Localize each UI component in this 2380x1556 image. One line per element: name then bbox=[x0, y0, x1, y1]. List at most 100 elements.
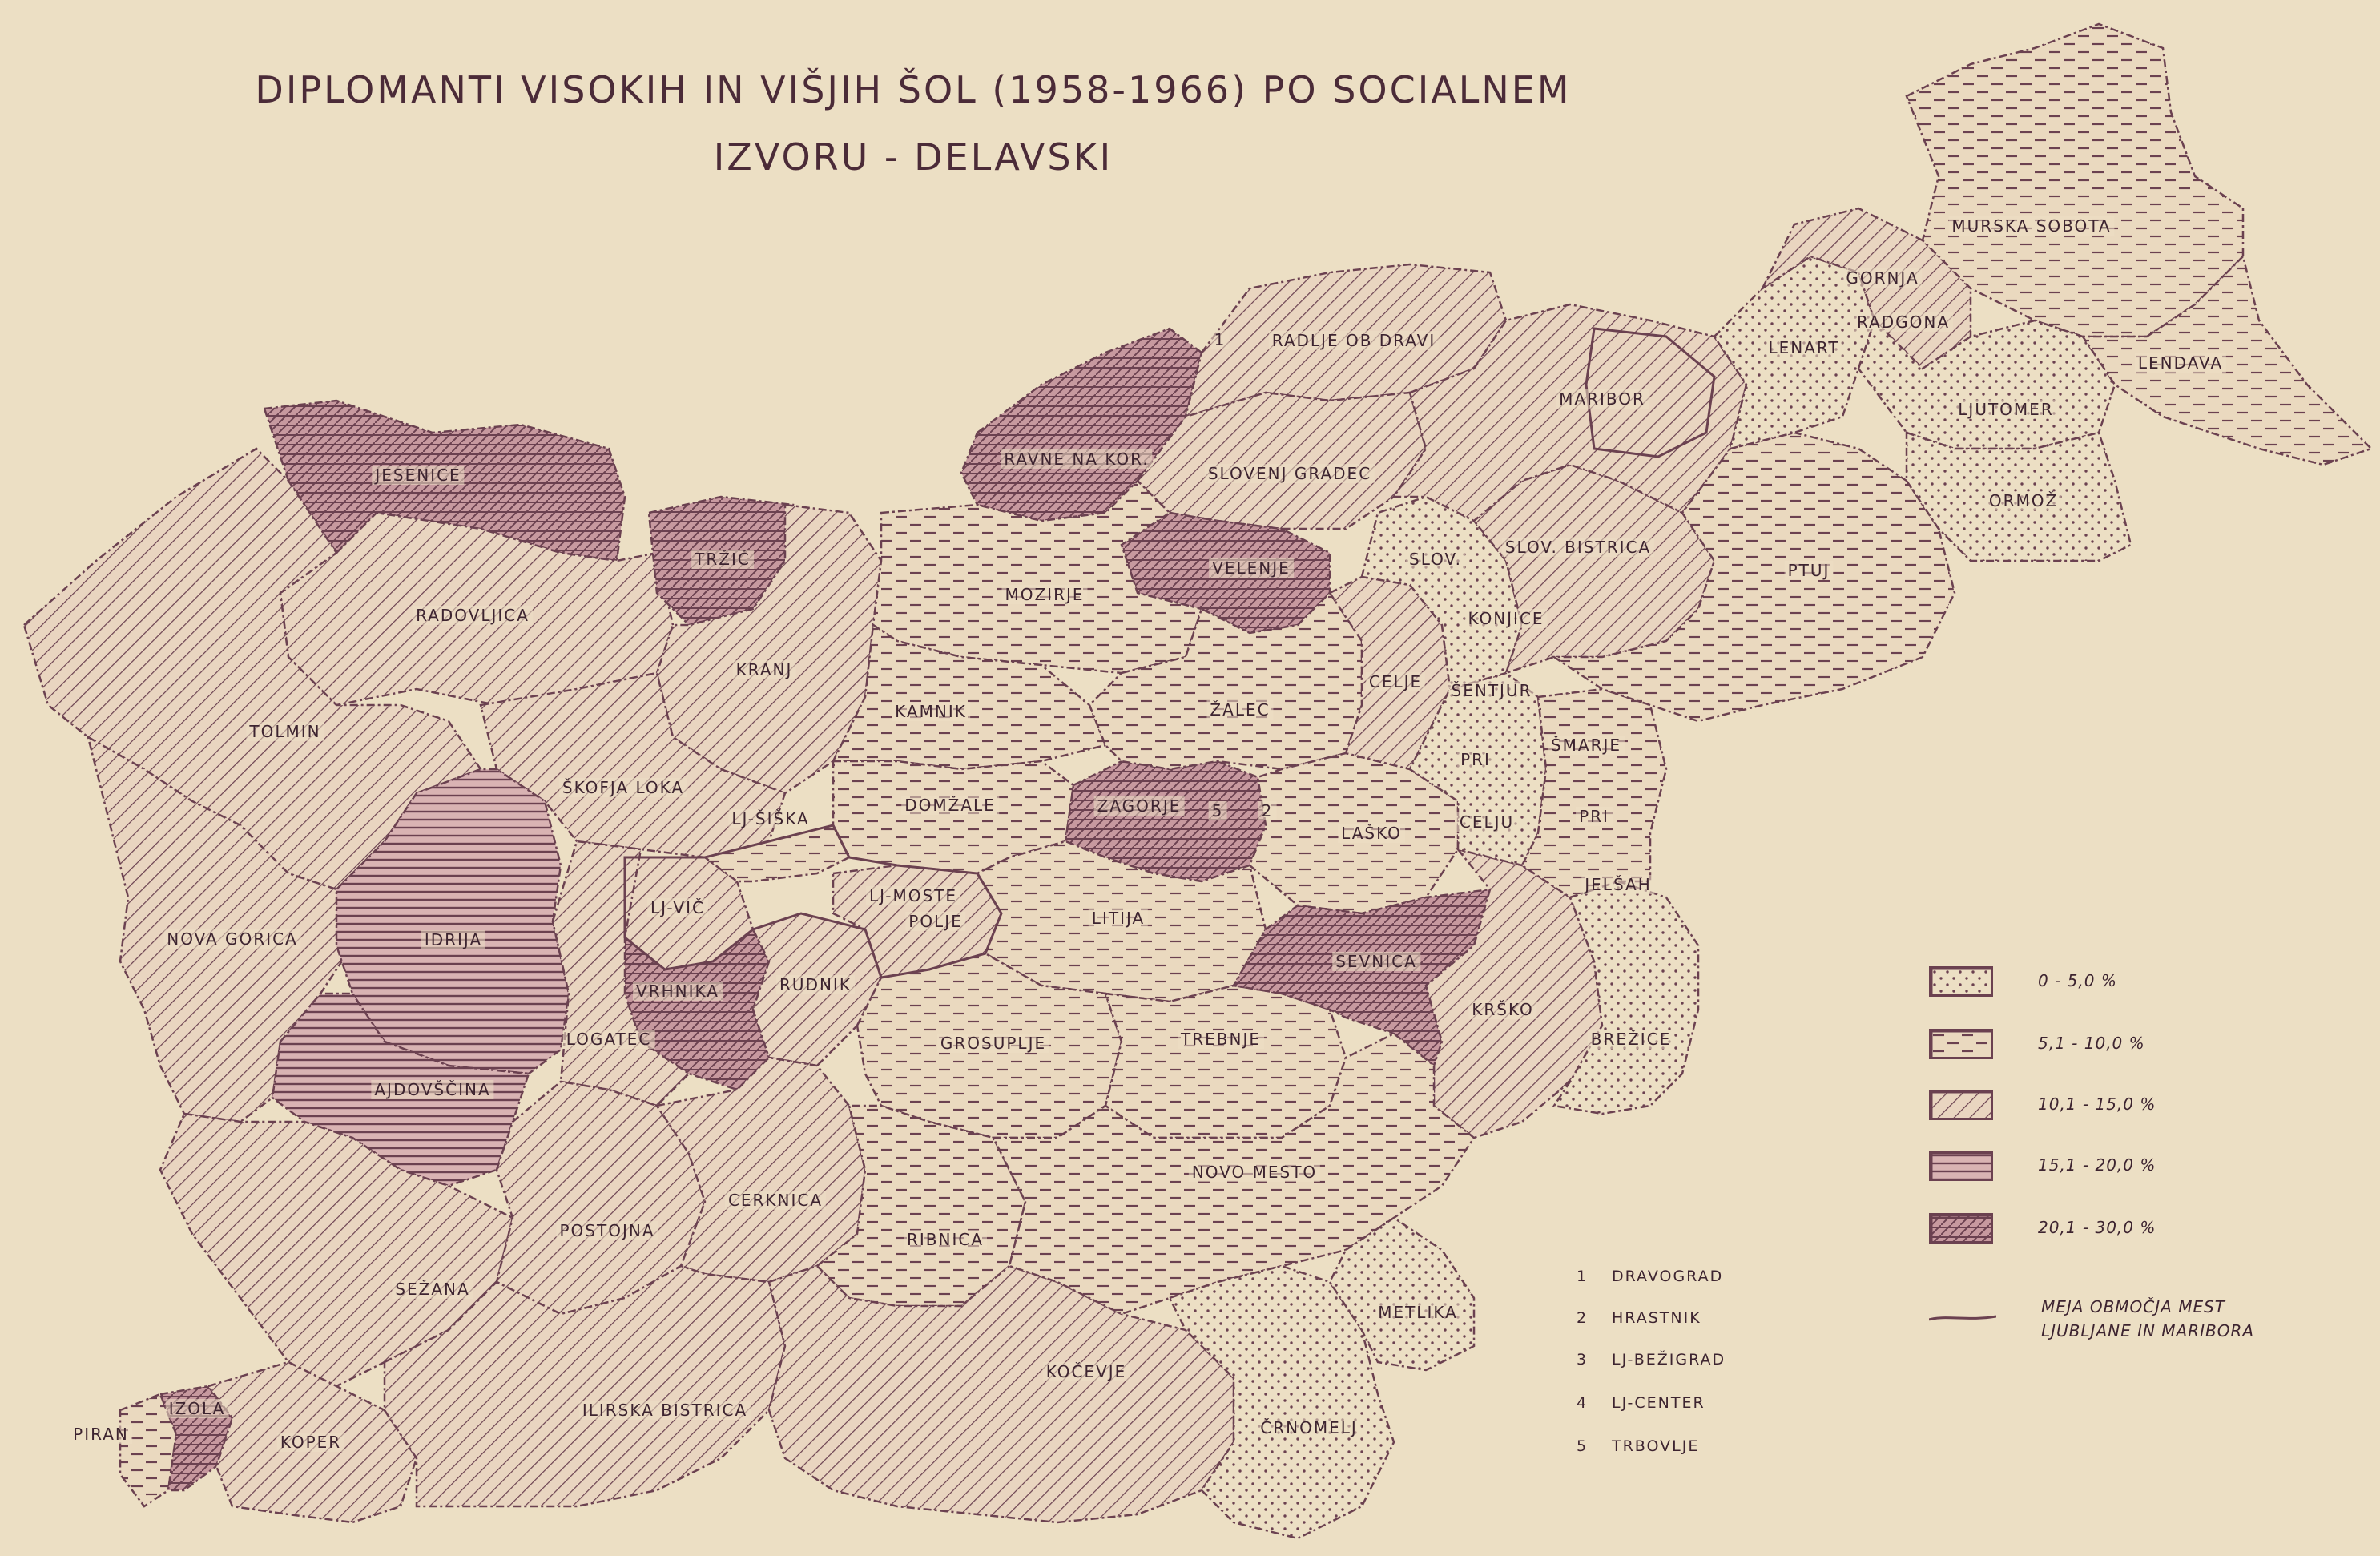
label-slov-a: SLOV. bbox=[1406, 550, 1465, 569]
region-trebnje bbox=[1104, 984, 1347, 1139]
label-ljutomer: LJUTOMER bbox=[1955, 400, 2057, 419]
label-num-2: 2 bbox=[1258, 801, 1277, 820]
label-grosuplje: GROSUPLJE bbox=[936, 1034, 1050, 1053]
region-tolmin bbox=[22, 447, 482, 891]
label-lj-siska: LJ-ŠIŠKA bbox=[728, 809, 813, 828]
label-celje: CELJE bbox=[1365, 672, 1426, 691]
label-koper: KOPER bbox=[276, 1433, 345, 1452]
label-trzic: TRŽIČ bbox=[691, 550, 754, 569]
label-metlika: METLIKA bbox=[1375, 1303, 1461, 1322]
legend-swatch-dots bbox=[1929, 966, 1993, 997]
label-zagorje: ZAGORJE bbox=[1093, 796, 1185, 816]
label-litija: LITIJA bbox=[1088, 909, 1149, 928]
label-radovljica: RADOVLJICA bbox=[413, 606, 533, 625]
label-ilirska-bistrica: ILIRSKA BISTRICA bbox=[578, 1401, 751, 1420]
region-ilirska-bistrica bbox=[383, 1264, 787, 1508]
legend-label: 15,1 - 20,0 % bbox=[2038, 1155, 2156, 1175]
label-radgona: RADGONA bbox=[1853, 312, 1954, 332]
region-lj-siska bbox=[703, 824, 851, 883]
label-konjice: KONJICE bbox=[1464, 609, 1548, 628]
label-trebnje: TREBNJE bbox=[1178, 1030, 1264, 1049]
label-novo-mesto: NOVO MESTO bbox=[1188, 1163, 1321, 1182]
label-krsko: KRŠKO bbox=[1468, 1000, 1537, 1019]
label-sevnica: SEVNICA bbox=[1332, 952, 1420, 971]
label-ribnica: RIBNICA bbox=[903, 1230, 988, 1249]
label-brezice: BREŽICE bbox=[1587, 1030, 1675, 1049]
region-piran bbox=[119, 1393, 178, 1508]
region-kocevje bbox=[767, 1264, 1235, 1524]
region-lendava bbox=[2080, 254, 2374, 466]
region-crnomelj bbox=[1168, 1264, 1395, 1540]
boundary-note-line1: MEJA OBMOČJA MEST bbox=[2041, 1297, 2225, 1316]
region-kamnik bbox=[831, 623, 1107, 771]
label-pri-a: PRI bbox=[1457, 750, 1494, 769]
label-ajdovscina: AJDOVŠČINA bbox=[371, 1080, 494, 1099]
legend-item-15-20: 15,1 - 20,0 % bbox=[1929, 1151, 2265, 1183]
label-kranj: KRANJ bbox=[732, 660, 796, 679]
label-radlje: RADLJE OB DRAVI bbox=[1268, 331, 1440, 350]
label-kamnik: KAMNIK bbox=[892, 702, 970, 721]
boundary-note-line2: LJUBLJANE IN MARIBORA bbox=[2041, 1321, 2255, 1340]
label-skofja-loka: ŠKOFJA LOKA bbox=[558, 778, 688, 797]
legend-item-20-30: 20,1 - 30,0 % bbox=[1929, 1213, 2265, 1245]
region-smarje bbox=[1520, 687, 1668, 899]
label-domzale: DOMŽALE bbox=[901, 796, 999, 815]
map-title-line2: IZVORU - DELAVSKI bbox=[713, 135, 1113, 179]
region-metlika bbox=[1328, 1216, 1476, 1372]
label-slovenj-gradec: SLOVENJ GRADEC bbox=[1204, 464, 1375, 483]
label-lenart: LENART bbox=[1765, 338, 1843, 357]
label-maribor: MARIBOR bbox=[1556, 389, 1649, 409]
legend-swatch-crosshatch bbox=[1929, 1213, 1993, 1244]
label-sentjur: ŠENTJUR bbox=[1448, 681, 1536, 700]
region-brezice bbox=[1552, 880, 1700, 1115]
label-idrija: IDRIJA bbox=[421, 930, 486, 949]
label-velenje: VELENJE bbox=[1209, 558, 1294, 578]
legend-label: 5,1 - 10,0 % bbox=[2038, 1034, 2145, 1053]
legend-label: 10,1 - 15,0 % bbox=[2038, 1094, 2156, 1114]
label-mozirje: MOZIRJE bbox=[1001, 585, 1088, 604]
label-jesenice: JESENICE bbox=[372, 466, 465, 485]
label-tolmin: TOLMIN bbox=[246, 722, 324, 741]
ljubljana-boundary-line bbox=[623, 824, 1003, 979]
region-sevnica bbox=[1232, 888, 1492, 1068]
legend-label: 0 - 5,0 % bbox=[2038, 971, 2117, 990]
label-lasko: LAŠKO bbox=[1338, 824, 1405, 843]
legend-label: 20,1 - 30,0 % bbox=[2038, 1218, 2156, 1237]
label-num-1: 1 bbox=[1210, 330, 1230, 349]
label-pri-b: PRI bbox=[1576, 807, 1613, 826]
label-lendava: LENDAVA bbox=[2134, 353, 2227, 373]
region-slovenj-gradec bbox=[1136, 391, 1428, 530]
map-title-line1: DIPLOMANTI VISOKIH IN VIŠJIH ŠOL (1958-1… bbox=[255, 68, 1572, 111]
map-title: DIPLOMANTI VISOKIH IN VIŠJIH ŠOL (1958-1… bbox=[0, 56, 1826, 191]
label-zalec: ŽALEC bbox=[1206, 700, 1274, 720]
label-izola: IZOLA bbox=[165, 1399, 229, 1418]
label-postojna: POSTOJNA bbox=[556, 1221, 658, 1240]
legend-item-5-10: 5,1 - 10,0 % bbox=[1929, 1029, 2265, 1061]
label-murska-sobota: MURSKA SOBOTA bbox=[1948, 216, 2115, 236]
label-lj-vic: LJ-VIČ bbox=[647, 898, 708, 917]
label-lj-moste: LJ-MOSTE bbox=[865, 886, 961, 905]
label-sezana: SEŽANA bbox=[392, 1280, 473, 1299]
label-polje: POLJE bbox=[905, 912, 966, 931]
boundary-line-icon bbox=[1929, 1315, 1996, 1321]
label-logatec: LOGATEC bbox=[562, 1030, 655, 1049]
label-nova-gorica: NOVA GORICA bbox=[163, 929, 301, 949]
legend-item-10-15: 10,1 - 15,0 % bbox=[1929, 1090, 2265, 1122]
label-celju: CELJU bbox=[1456, 812, 1518, 832]
region-domzale bbox=[832, 760, 1075, 875]
label-rudnik: RUDNIK bbox=[776, 975, 855, 994]
label-kocevje: KOČEVJE bbox=[1042, 1362, 1130, 1381]
label-smarje: ŠMARJE bbox=[1547, 736, 1625, 755]
label-ravne: RAVNE NA KOR. bbox=[1001, 449, 1153, 469]
region-murska-sobota bbox=[1905, 22, 2245, 338]
label-ormoz: ORMOŽ bbox=[1985, 491, 2062, 510]
label-slov-bistrica: SLOV. BISTRICA bbox=[1501, 538, 1655, 557]
label-piran: PIRAN bbox=[70, 1425, 132, 1444]
region-idrija bbox=[335, 768, 570, 1075]
label-gornja: GORNJA bbox=[1842, 268, 1923, 288]
